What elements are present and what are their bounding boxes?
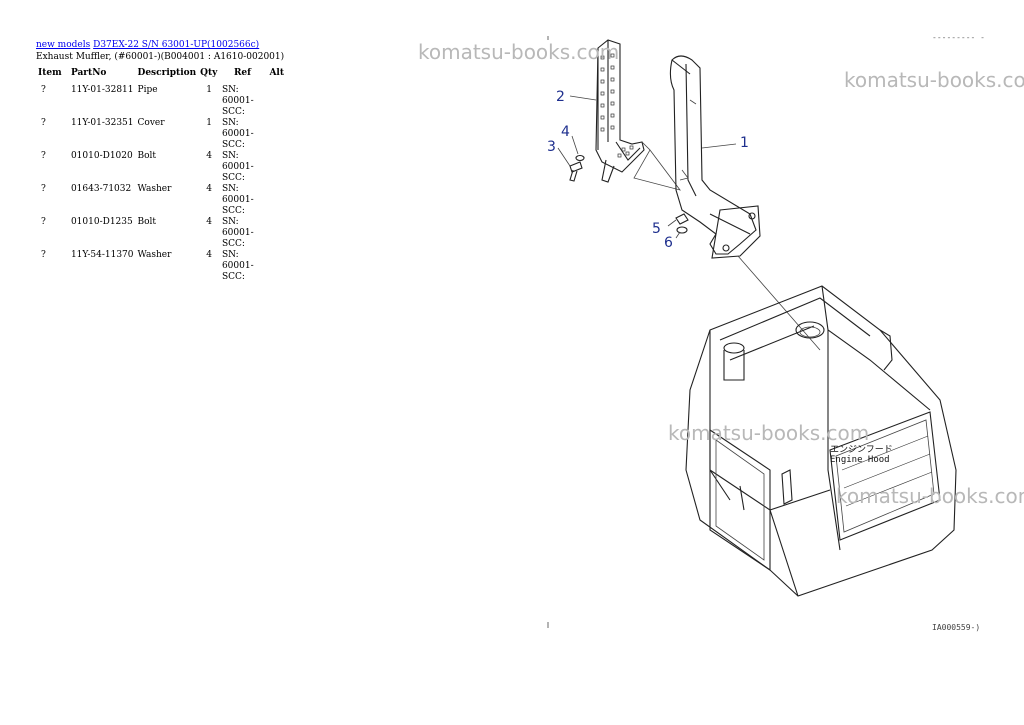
cell-alt: [267, 184, 286, 217]
cell-ref: SN: 60001-SCC:: [221, 217, 254, 249]
parts-panel: new models D37EX-22 S/N 63001-UP(1002566…: [36, 40, 286, 283]
table-row: ? 01010-D1020 Bolt 4 SN: 60001-SCC:: [36, 151, 286, 184]
table-row: ? 11Y-01-32351 Cover 1 SN: 60001-SCC:: [36, 118, 286, 151]
breadcrumb-model-link[interactable]: D37EX-22 S/N 63001-UP(1002566c): [93, 40, 260, 50]
callout-4: 4: [561, 124, 570, 140]
watermark: komatsu-books.com: [836, 484, 1024, 508]
cell-partno: 11Y-01-32811: [70, 85, 134, 95]
cell-ref: SN: 60001-SCC:: [221, 151, 254, 183]
cell-description: Bolt: [137, 217, 157, 227]
breadcrumb-new-models-link[interactable]: new models: [36, 40, 91, 50]
cell-item: ?: [41, 250, 46, 260]
cell-description: Bolt: [137, 151, 157, 161]
cell-alt: [267, 85, 286, 118]
hood-label-jp: エンジンフード: [830, 445, 893, 455]
parts-table: Item PartNo Description Qty Ref Alt ? 11…: [36, 68, 286, 283]
cell-description: Cover: [137, 118, 165, 128]
cell-alt: [267, 250, 286, 283]
cell-item: ?: [41, 118, 46, 128]
cell-item: ?: [41, 85, 46, 95]
fastener-bolt-5: [675, 213, 689, 225]
callout-1: 1: [740, 135, 749, 151]
cell-description: Washer: [137, 184, 172, 194]
cell-ref: SN: 60001-SCC:: [221, 85, 254, 117]
cell-item: ?: [41, 151, 46, 161]
cell-qty: 1: [206, 118, 212, 128]
table-row: ? 01010-D1235 Bolt 4 SN: 60001-SCC:: [36, 217, 286, 250]
header-description: Description: [137, 68, 197, 78]
breadcrumb: new models D37EX-22 S/N 63001-UP(1002566…: [36, 40, 286, 51]
callout-5: 5: [652, 221, 661, 237]
cell-item: ?: [41, 217, 46, 227]
cell-partno: 01643-71032: [70, 184, 132, 194]
cell-qty: 4: [206, 151, 212, 161]
cell-item: ?: [41, 184, 46, 194]
pipe-part: [669, 55, 821, 351]
cell-partno: 01010-D1235: [70, 217, 133, 227]
watermark: komatsu-books.com: [668, 421, 870, 445]
leader-line: [701, 143, 737, 149]
cell-ref: SN: 60001-SCC:: [221, 250, 254, 282]
table-header-row: Item PartNo Description Qty Ref Alt: [36, 68, 286, 85]
exploded-view-drawing: --------- -: [547, 33, 985, 632]
callout-2: 2: [556, 89, 565, 105]
table-row: ? 11Y-54-11370 Washer 4 SN: 60001-SCC:: [36, 250, 286, 283]
drawing-code: IA000559-): [932, 623, 980, 632]
cell-ref: SN: 60001-SCC:: [221, 184, 254, 216]
engine-hood: [685, 285, 957, 597]
hood-label-en: Engine Hood: [830, 455, 890, 465]
table-row: ? 11Y-01-32811 Pipe 1 SN: 60001-SCC:: [36, 85, 286, 118]
cell-description: Washer: [137, 250, 172, 260]
cell-qty: 4: [206, 217, 212, 227]
parts-diagram: --------- -: [410, 30, 1024, 640]
cell-description: Pipe: [137, 85, 158, 95]
watermark: komatsu-books.com: [418, 40, 620, 64]
cell-partno: 11Y-01-32351: [70, 118, 134, 128]
header-partno: PartNo: [70, 68, 107, 78]
cell-qty: 1: [206, 85, 212, 95]
header-ref: Ref: [233, 68, 252, 78]
callout-3: 3: [547, 139, 556, 155]
fastener-washer-6: [676, 226, 688, 234]
callout-6: 6: [664, 235, 673, 251]
cell-ref: SN: 60001-SCC:: [221, 118, 254, 150]
fastener-bolt-3: [569, 161, 583, 182]
cover-part: [595, 39, 682, 191]
page-subtitle: Exhaust Muffler, (#60001-)(B004001 : A16…: [36, 52, 285, 62]
cell-qty: 4: [206, 184, 212, 194]
fastener-washer-4: [575, 154, 585, 162]
cell-alt: [267, 217, 286, 250]
top-drawing-code: --------- -: [932, 33, 985, 42]
cell-qty: 4: [206, 250, 212, 260]
cell-alt: [267, 151, 286, 184]
header-alt: Alt: [269, 68, 284, 78]
header-qty: Qty: [200, 68, 218, 78]
table-row: ? 01643-71032 Washer 4 SN: 60001-SCC:: [36, 184, 286, 217]
cell-alt: [267, 118, 286, 151]
header-item: Item: [38, 68, 62, 78]
cell-partno: 01010-D1020: [70, 151, 133, 161]
cell-partno: 11Y-54-11370: [70, 250, 134, 260]
watermark: komatsu-books.com: [844, 68, 1024, 92]
